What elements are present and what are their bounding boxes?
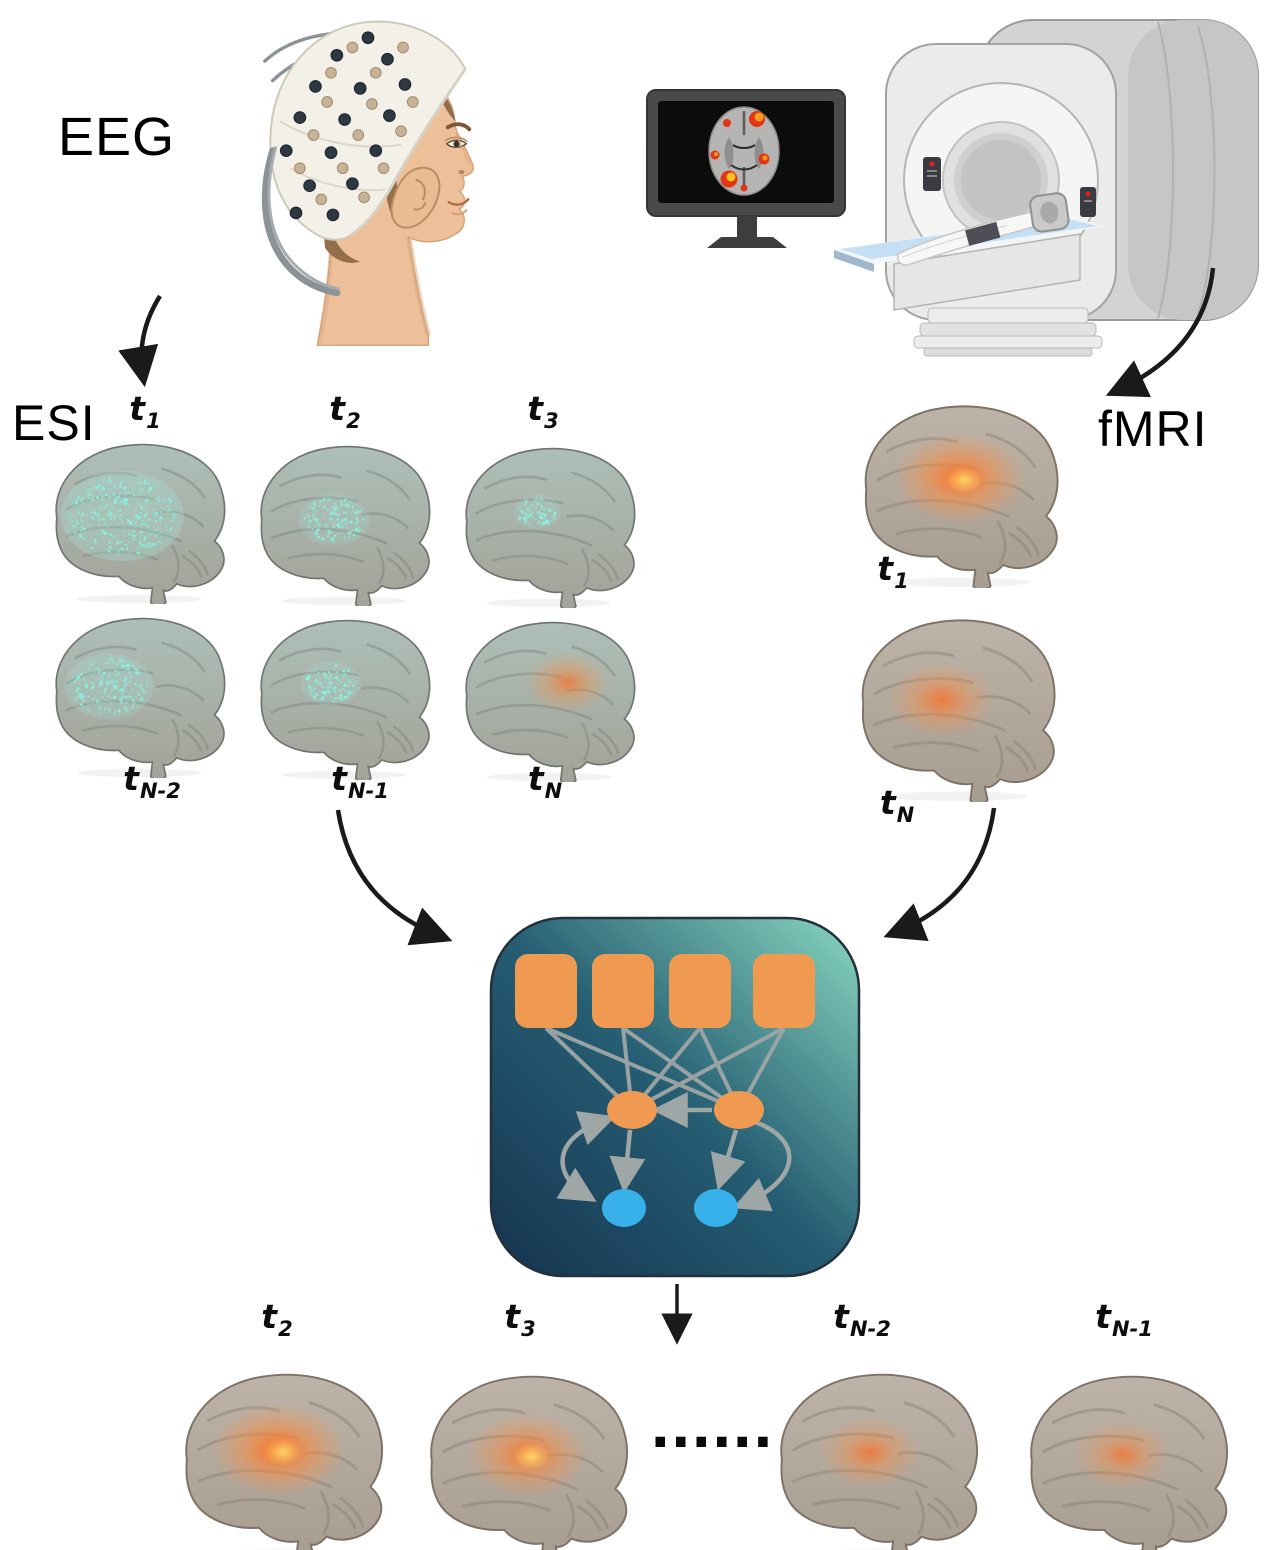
input-node-4 (753, 954, 815, 1028)
mri-control-panel-left (923, 157, 941, 191)
fmri-time-label-tN: tN (879, 783, 915, 827)
esi-brain-t3 (448, 436, 650, 608)
esi-time-label-tN-2: tN-2 (123, 759, 181, 803)
network-edges (544, 1026, 786, 1112)
esi-time-label-t2: t2 (329, 389, 361, 433)
esi-brain-t2 (243, 434, 445, 606)
mri-bore (961, 140, 1041, 220)
mri-pedestal (913, 307, 1103, 357)
monitor-base (707, 237, 787, 248)
ellipsis-dots: ...... (650, 1397, 774, 1460)
esi-brain-tN-2 (38, 606, 240, 778)
neural-network-box (489, 916, 861, 1278)
output-brain-tN-1 (1010, 1362, 1245, 1550)
hair-nape (324, 218, 361, 263)
monitor-illustration (646, 89, 846, 248)
nostril (458, 169, 465, 175)
arrow-eeg-to-esi (118, 294, 162, 388)
esi-label: ESI (12, 395, 96, 451)
output-time-label-tN-2: tN-2 (833, 1297, 891, 1341)
network-arrows (556, 1092, 792, 1212)
esi-time-label-t1: t1 (129, 389, 161, 433)
ear (390, 166, 441, 229)
arrow-fmri-to-network (883, 807, 997, 941)
eeg-electrodes (279, 31, 419, 222)
arrow-esi-to-network (335, 809, 453, 946)
output-brain-t3 (410, 1362, 645, 1550)
output-brain-tN-2 (760, 1360, 995, 1550)
fmri-label: fMRI (1098, 401, 1208, 457)
patient-shorts (965, 221, 1001, 246)
esi-brain-tN (448, 610, 650, 782)
hidden-node-1 (607, 1091, 657, 1129)
input-node-2 (592, 954, 654, 1028)
eyebrow (445, 122, 472, 132)
hidden-node-2 (714, 1091, 764, 1129)
output-time-label-t3: t3 (504, 1297, 536, 1341)
mri-table-slab (893, 233, 1081, 311)
esi-time-label-tN-1: tN-1 (331, 759, 389, 803)
mouth (447, 198, 470, 206)
fmri-brain-t1 (845, 392, 1075, 588)
fmri-time-label-t1: t1 (877, 549, 909, 593)
esi-time-label-tN: tN (527, 759, 563, 803)
esi-brain-t1 (38, 432, 240, 604)
scan-activation-blobs (710, 111, 770, 192)
screen-brain-scan (708, 106, 780, 196)
eeg-head-illustration (261, 20, 474, 346)
esi-brain-tN-1 (243, 608, 445, 780)
eeg-label: EEG (58, 107, 176, 167)
mri-scanner-illustration (834, 19, 1259, 357)
output-node-1 (602, 1189, 646, 1227)
input-node-1 (515, 954, 577, 1028)
input-node-3 (669, 954, 731, 1028)
output-brain-t2 (165, 1360, 400, 1550)
eeg-cable-bundle (261, 147, 341, 297)
output-time-label-t2: t2 (261, 1297, 293, 1341)
mri-patient (896, 192, 1070, 266)
output-time-label-tN-1: tN-1 (1095, 1297, 1153, 1341)
esi-time-label-t3: t3 (527, 389, 559, 433)
output-node-2 (694, 1189, 738, 1227)
fmri-brain-tN (842, 606, 1072, 802)
monitor-stand (737, 216, 757, 241)
